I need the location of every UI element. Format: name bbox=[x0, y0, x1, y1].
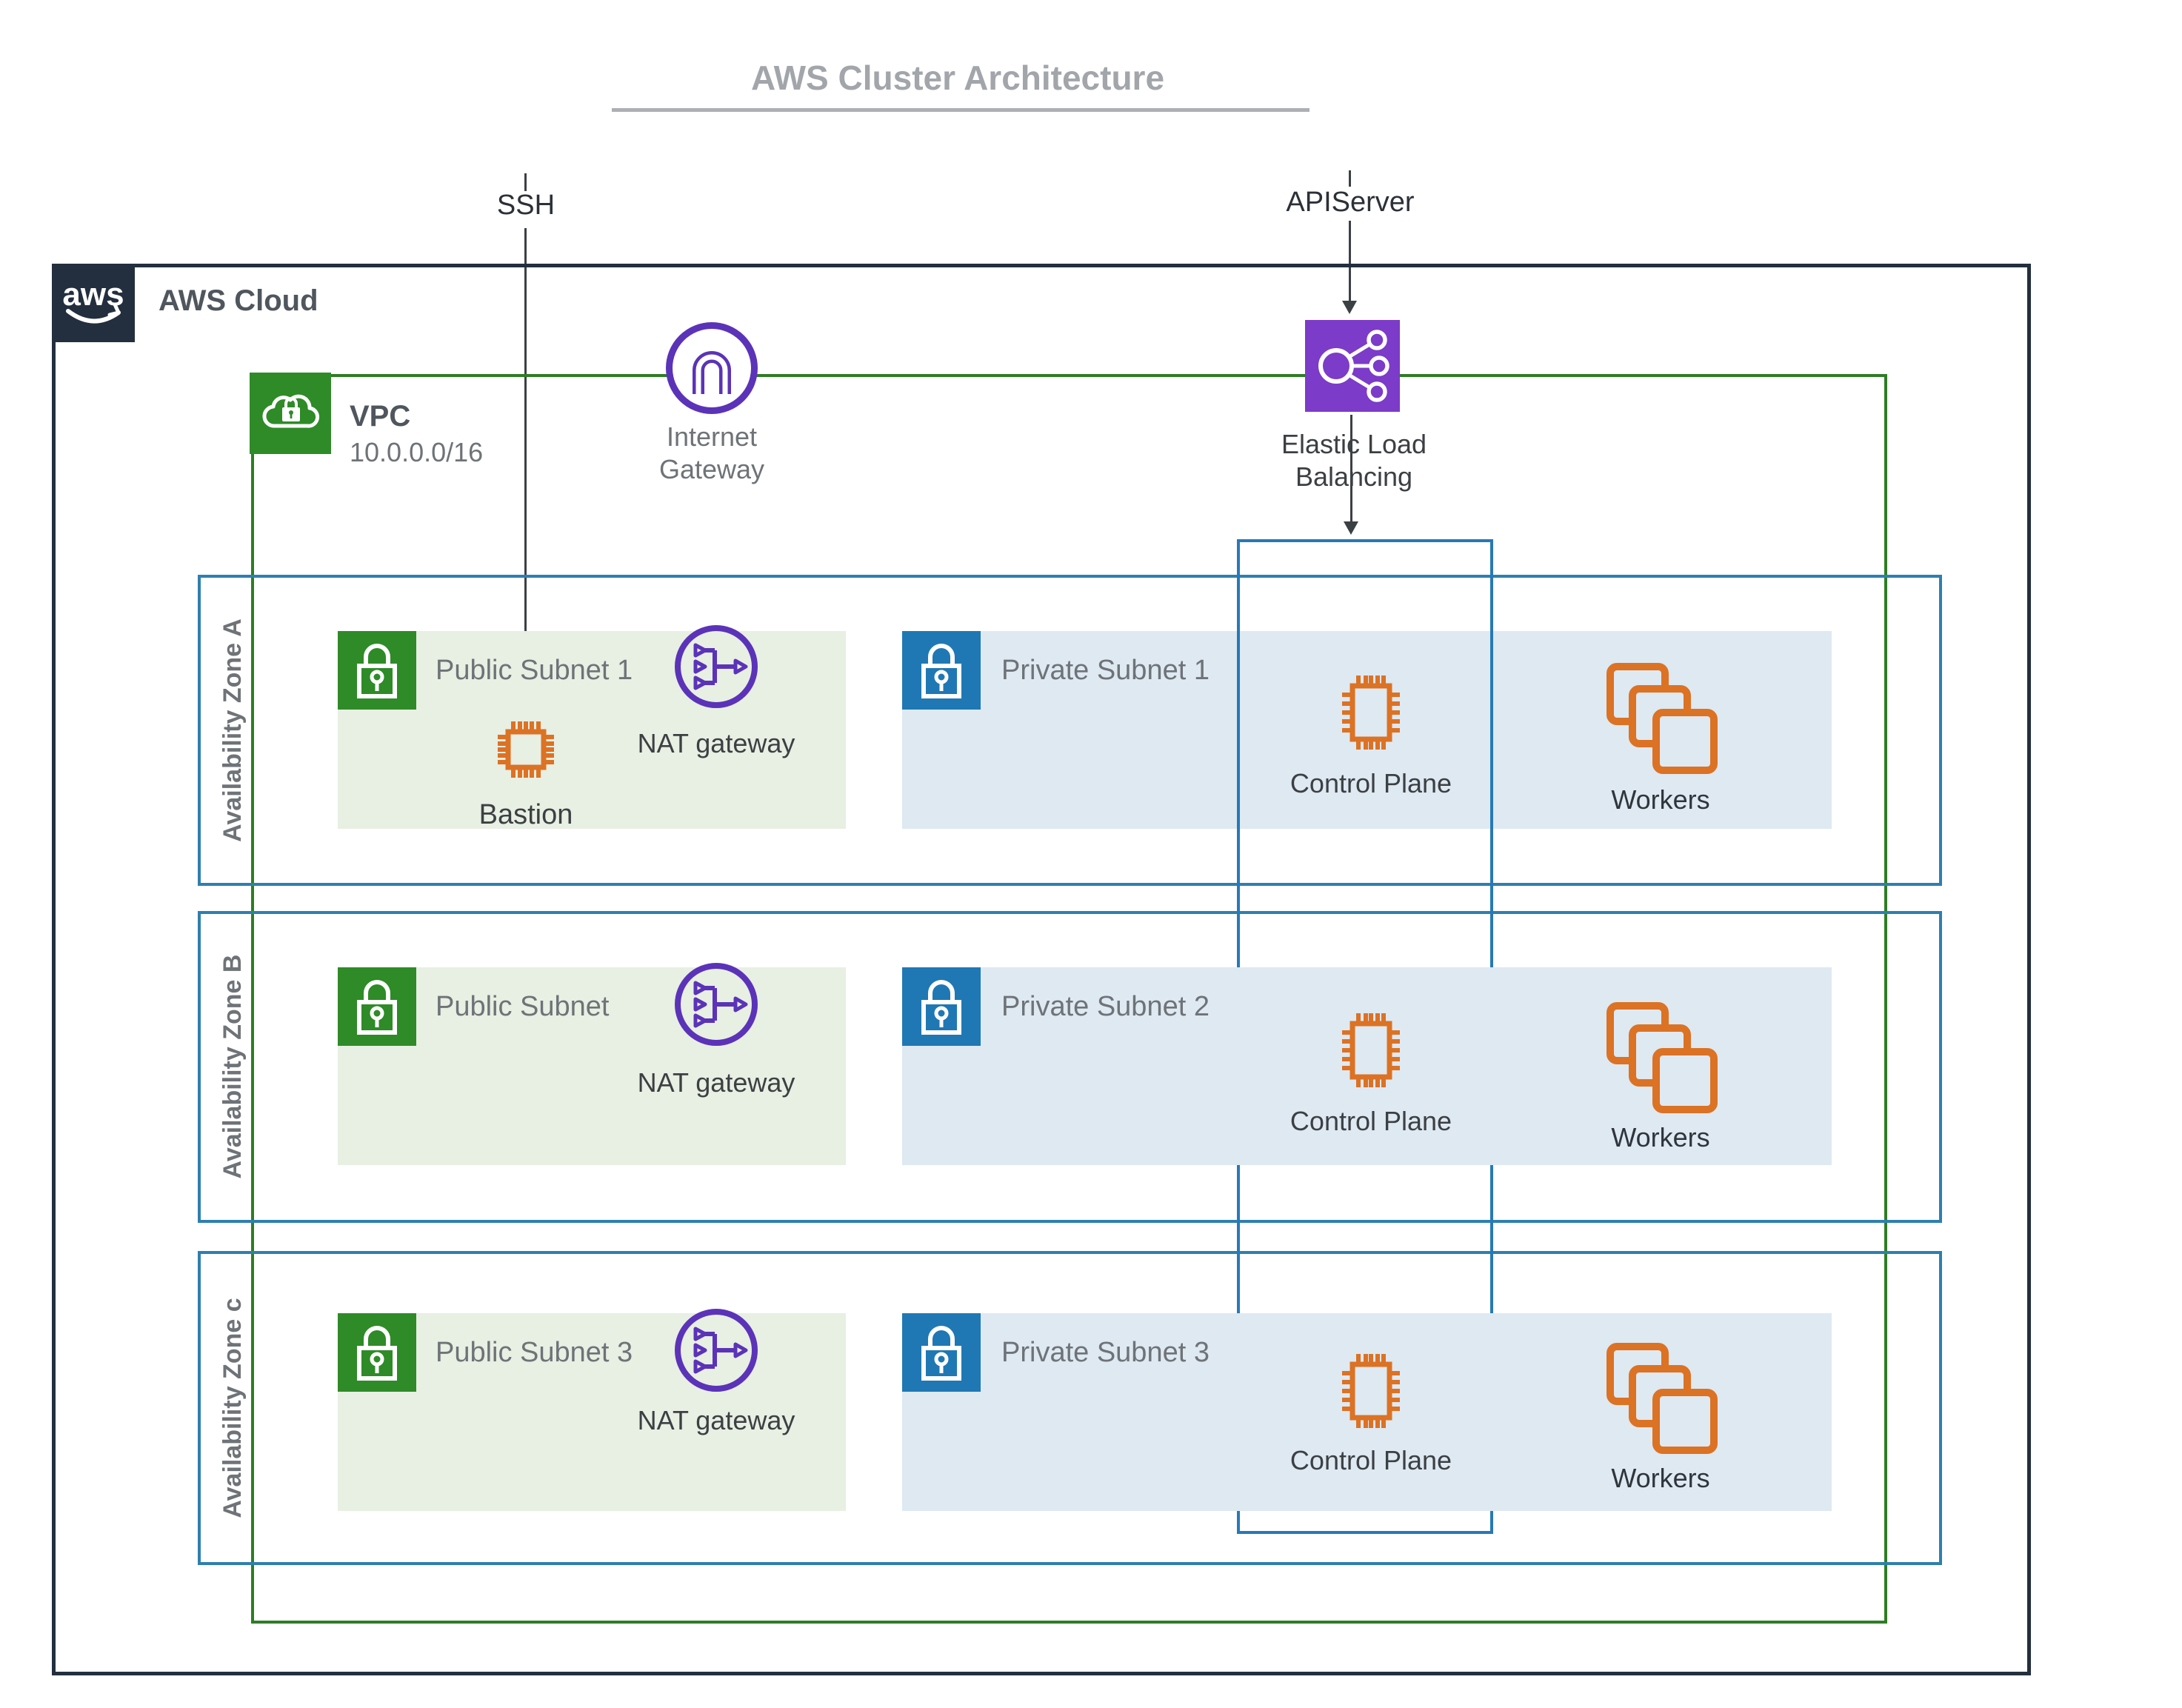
elastic-load-balancing-label: Elastic Load Balancing bbox=[1281, 429, 1427, 492]
title-underline bbox=[612, 108, 1309, 112]
nat-gateway-icon bbox=[675, 963, 758, 1046]
workers-icon bbox=[1601, 1000, 1720, 1118]
control-plane-c-label: Control Plane bbox=[1289, 1445, 1452, 1475]
aws-logo-icon: aws bbox=[52, 264, 135, 342]
aws-cloud-box bbox=[52, 264, 2031, 1675]
apiserver-arrow-line bbox=[1349, 221, 1351, 302]
public-subnet-b-label: Public Subnet bbox=[436, 991, 610, 1022]
workers-b-label: Workers bbox=[1611, 1122, 1710, 1152]
bastion-label: Bastion bbox=[478, 799, 573, 830]
vpc-cidr-label: 10.0.0.0/16 bbox=[350, 437, 484, 467]
public-subnet-a bbox=[338, 631, 846, 829]
private-subnet-b-label: Private Subnet 2 bbox=[1001, 991, 1210, 1022]
aws-cloud-label: AWS Cloud bbox=[159, 284, 318, 317]
az-c-box bbox=[198, 1251, 1942, 1565]
public-subnet-b bbox=[338, 967, 846, 1165]
private-subnet-a-label: Private Subnet 1 bbox=[1001, 655, 1210, 686]
apiserver-arrowhead-icon bbox=[1342, 301, 1357, 314]
control-plane-icon bbox=[1332, 664, 1409, 761]
az-b-label: Availability Zone B bbox=[218, 954, 247, 1179]
nat-gateway-b-label: NAT gateway bbox=[637, 1067, 795, 1098]
public-subnet-c bbox=[338, 1313, 846, 1511]
elb-arrowhead-icon bbox=[1344, 521, 1358, 535]
public-subnet-c-label: Public Subnet 3 bbox=[436, 1337, 633, 1368]
elastic-load-balancing-icon bbox=[1305, 320, 1400, 412]
vpc-name-label: VPC bbox=[350, 400, 411, 433]
az-c-label: Availability Zone c bbox=[218, 1298, 247, 1518]
ssh-label: SSH bbox=[496, 190, 555, 221]
private-subnet-lock-icon bbox=[902, 967, 981, 1046]
control-plane-icon bbox=[1332, 1342, 1409, 1440]
ssh-line-tick bbox=[524, 173, 527, 191]
internet-gateway-icon bbox=[666, 322, 758, 414]
apiserver-line-tick bbox=[1349, 170, 1351, 187]
workers-icon bbox=[1601, 661, 1720, 779]
nat-gateway-icon bbox=[675, 1309, 758, 1392]
ssh-arrow-line bbox=[524, 228, 527, 714]
public-subnet-lock-icon bbox=[338, 1313, 416, 1392]
private-subnet-lock-icon bbox=[902, 631, 981, 710]
public-subnet-a-label: Public Subnet 1 bbox=[436, 655, 633, 686]
private-subnet-lock-icon bbox=[902, 1313, 981, 1392]
nat-gateway-a-label: NAT gateway bbox=[637, 728, 795, 758]
apiserver-label: APIServer bbox=[1286, 187, 1415, 218]
nat-gateway-c-label: NAT gateway bbox=[637, 1405, 795, 1435]
internet-gateway-label: Internet Gateway bbox=[658, 421, 765, 484]
vpc-icon bbox=[250, 373, 331, 454]
page-title: AWS Cluster Architecture bbox=[750, 59, 1165, 97]
private-subnet-c-label: Private Subnet 3 bbox=[1001, 1337, 1210, 1368]
public-subnet-lock-icon bbox=[338, 967, 416, 1046]
control-plane-a-label: Control Plane bbox=[1289, 768, 1452, 798]
nat-gateway-icon bbox=[675, 625, 758, 708]
vpc-box bbox=[251, 374, 1887, 1624]
control-plane-icon bbox=[1332, 1001, 1409, 1099]
elb-arrow-line bbox=[1350, 415, 1352, 523]
workers-icon bbox=[1601, 1341, 1720, 1459]
public-subnet-lock-icon bbox=[338, 631, 416, 710]
workers-a-label: Workers bbox=[1611, 784, 1710, 815]
control-plane-b-label: Control Plane bbox=[1289, 1106, 1452, 1136]
bastion-icon bbox=[483, 707, 569, 793]
az-a-label: Availability Zone A bbox=[218, 618, 247, 842]
az-b-box bbox=[198, 911, 1942, 1223]
az-a-box bbox=[198, 575, 1942, 886]
workers-c-label: Workers bbox=[1611, 1463, 1710, 1493]
